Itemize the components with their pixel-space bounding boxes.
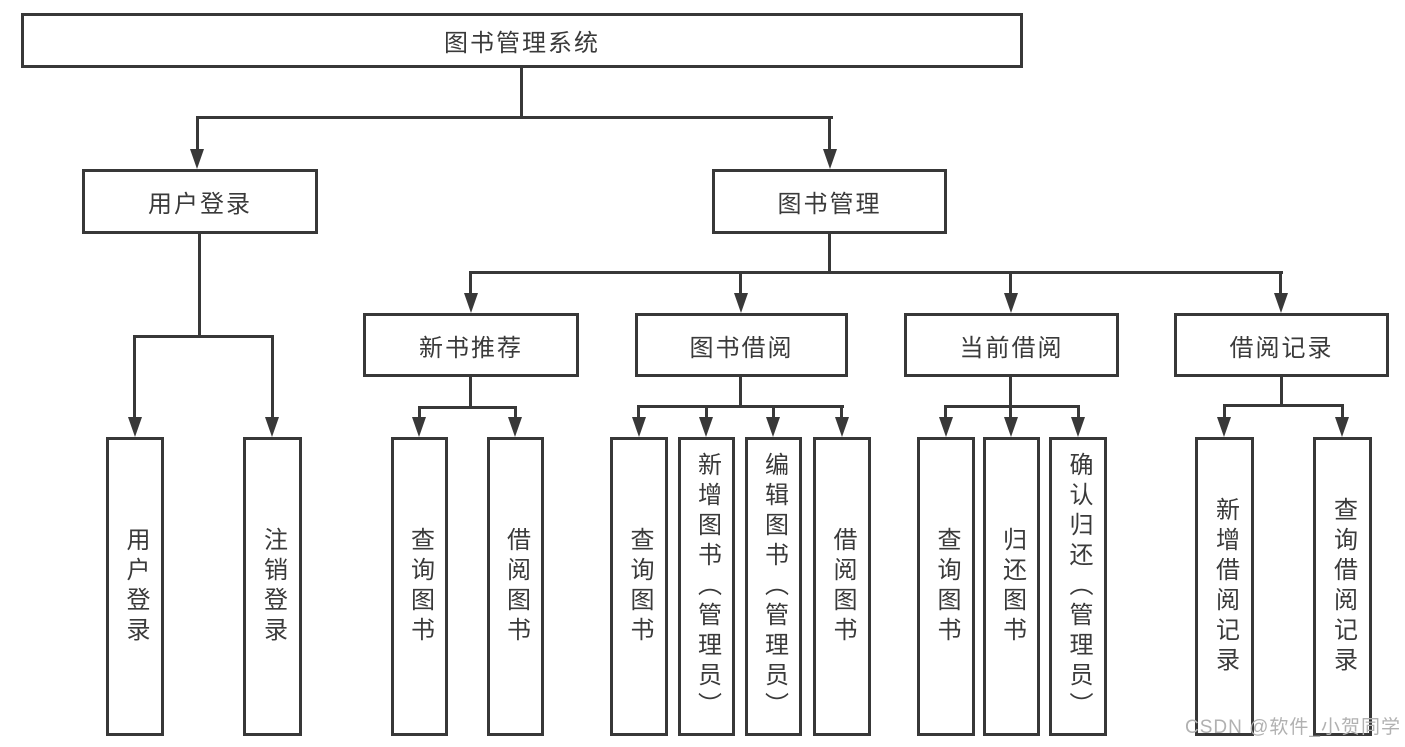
connector-line bbox=[133, 335, 136, 419]
node-new-book-recommend-label: 新书推荐 bbox=[419, 334, 523, 362]
connector-line bbox=[739, 377, 742, 407]
leaf-confirm-return-admin: 确认归还（管理员） bbox=[1049, 437, 1107, 736]
connector-line bbox=[469, 377, 472, 408]
connector-arrow bbox=[823, 149, 837, 169]
connector-line bbox=[469, 271, 1283, 274]
connector-line bbox=[1279, 271, 1282, 296]
leaf-logout: 注销登录 bbox=[243, 437, 302, 736]
connector-line bbox=[418, 406, 517, 409]
leaf-return-books: 归还图书 bbox=[983, 437, 1040, 736]
leaf-edit-books-admin: 编辑图书（管理员） bbox=[745, 437, 802, 736]
leaf-query-borrow-record: 查询借阅记录 bbox=[1313, 437, 1372, 736]
connector-line bbox=[1077, 405, 1080, 418]
node-borrow-records-label: 借阅记录 bbox=[1229, 334, 1334, 362]
connector-line bbox=[271, 335, 274, 419]
connector-line bbox=[944, 405, 947, 418]
node-book-borrowing-label: 图书借阅 bbox=[689, 334, 794, 362]
connector-line bbox=[637, 405, 640, 418]
connector-arrow bbox=[1004, 293, 1018, 313]
connector-arrow bbox=[699, 417, 713, 437]
node-borrow-records: 借阅记录 bbox=[1174, 313, 1389, 377]
connector-arrow bbox=[1335, 417, 1349, 437]
connector-line bbox=[1009, 405, 1012, 418]
connector-line bbox=[1341, 404, 1344, 418]
leaf-borrow-books-recommend: 借阅图书 bbox=[487, 437, 544, 736]
csdn-watermark: CSDN @软件_小贺同学 bbox=[1185, 717, 1401, 738]
connector-arrow bbox=[632, 417, 646, 437]
connector-line bbox=[198, 234, 201, 337]
leaf-add-borrow-record: 新增借阅记录 bbox=[1195, 437, 1254, 736]
connector-arrow bbox=[835, 417, 849, 437]
node-current-borrowing-label: 当前借阅 bbox=[959, 334, 1064, 362]
node-user-login: 用户登录 bbox=[82, 169, 318, 234]
node-user-login-label: 用户登录 bbox=[148, 191, 252, 218]
connector-line bbox=[739, 271, 742, 296]
connector-arrow bbox=[1071, 417, 1085, 437]
node-book-borrowing: 图书借阅 bbox=[635, 313, 848, 377]
connector-arrow bbox=[412, 417, 426, 437]
connector-line bbox=[418, 406, 421, 418]
connector-line bbox=[1009, 377, 1012, 407]
connector-arrow bbox=[766, 417, 780, 437]
connector-line bbox=[944, 405, 1080, 408]
connector-line bbox=[1009, 271, 1012, 296]
connector-arrow bbox=[265, 417, 279, 437]
node-book-management-label: 图书管理 bbox=[777, 191, 882, 218]
node-root-label: 图书管理系统 bbox=[444, 30, 600, 57]
node-root: 图书管理系统 bbox=[21, 13, 1023, 68]
connector-arrow bbox=[128, 417, 142, 437]
connector-line bbox=[196, 116, 833, 119]
connector-line bbox=[828, 234, 831, 274]
connector-arrow bbox=[1004, 417, 1018, 437]
connector-line bbox=[1223, 404, 1226, 418]
leaf-user-login: 用户登录 bbox=[106, 437, 164, 736]
connector-line bbox=[772, 405, 775, 418]
node-book-management: 图书管理 bbox=[712, 169, 947, 234]
connector-line bbox=[637, 405, 844, 408]
connector-line bbox=[514, 406, 517, 418]
connector-arrow bbox=[190, 149, 204, 169]
connector-line bbox=[705, 405, 708, 418]
connector-line bbox=[469, 271, 472, 296]
connector-line bbox=[196, 116, 199, 152]
connector-line bbox=[1280, 377, 1283, 406]
connector-arrow bbox=[734, 293, 748, 313]
connector-arrow bbox=[464, 293, 478, 313]
node-new-book-recommend: 新书推荐 bbox=[363, 313, 579, 377]
connector-arrow bbox=[1217, 417, 1231, 437]
node-current-borrowing: 当前借阅 bbox=[904, 313, 1119, 377]
connector-line bbox=[1223, 404, 1344, 407]
connector-arrow bbox=[939, 417, 953, 437]
connector-arrow bbox=[508, 417, 522, 437]
connector-line bbox=[840, 405, 843, 418]
connector-arrow bbox=[1274, 293, 1288, 313]
connector-line bbox=[520, 68, 523, 117]
leaf-add-books-admin: 新增图书（管理员） bbox=[678, 437, 735, 736]
leaf-query-books-current: 查询图书 bbox=[917, 437, 975, 736]
leaf-borrow-books-borrowing: 借阅图书 bbox=[813, 437, 871, 736]
connector-line bbox=[828, 116, 831, 152]
connector-line bbox=[134, 335, 274, 338]
leaf-query-books-borrowing: 查询图书 bbox=[610, 437, 668, 736]
leaf-query-books-recommend: 查询图书 bbox=[391, 437, 448, 736]
